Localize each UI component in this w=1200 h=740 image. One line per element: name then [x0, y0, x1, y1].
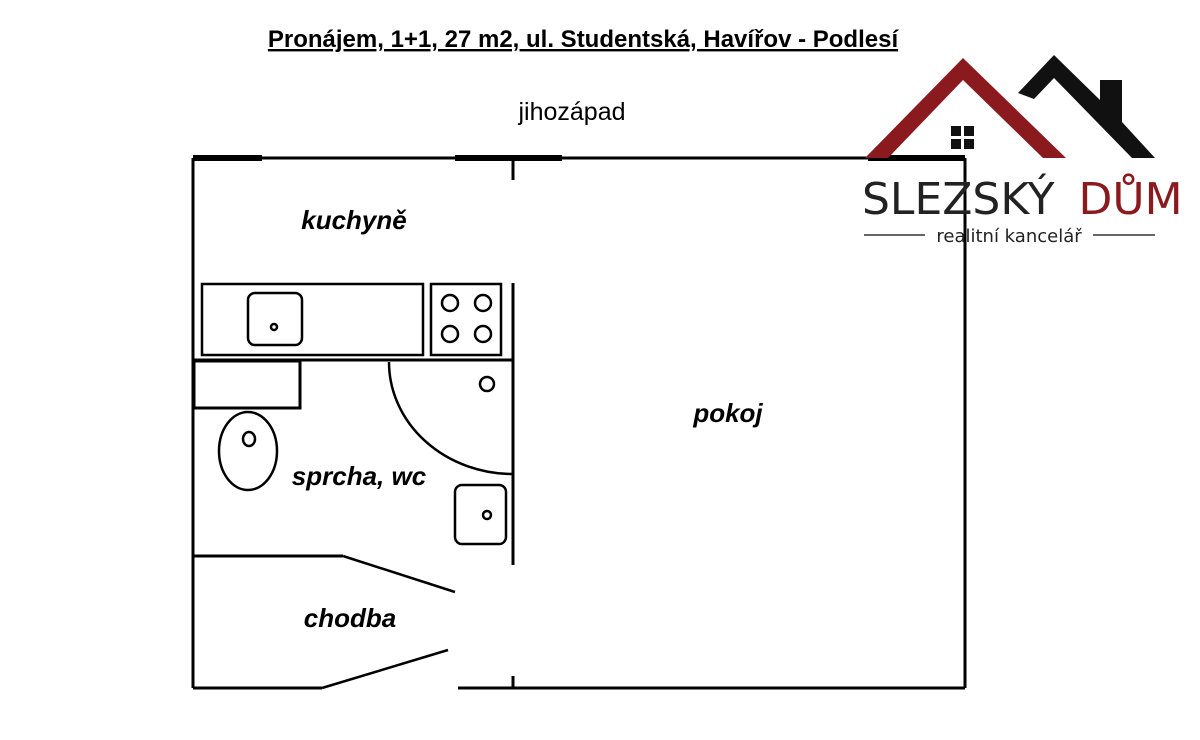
company-logo: SLEZSKÝ DŮM realitní kancelář [862, 55, 1183, 247]
logo-brand-part1: SLEZSKÝ [862, 172, 1055, 225]
entrance-doors [321, 554, 456, 690]
room-label-hallway: chodba [304, 603, 396, 633]
room-label-room: pokoj [692, 398, 763, 428]
svg-text:SLEZSKÝ DŮM: SLEZSKÝ DŮM [862, 172, 1183, 225]
room-label-kitchen: kuchyně [301, 205, 407, 235]
stove [429, 282, 503, 357]
orientation-label: jihozápad [517, 98, 625, 126]
page-title: Pronájem, 1+1, 27 m2, ul. Studentská, Ha… [268, 26, 900, 53]
outer-walls [191, 156, 967, 690]
bathroom-cabinet [192, 359, 302, 410]
kitchen-counter [200, 282, 425, 357]
logo-black-roof-icon [1018, 55, 1155, 158]
toilet [217, 410, 279, 492]
logo-red-roof-icon [865, 58, 1066, 158]
kitchen-sink [246, 291, 304, 347]
logo-tagline: realitní kancelář [936, 226, 1082, 247]
room-label-bathroom: sprcha, wc [292, 461, 427, 491]
logo-window-icon [951, 126, 974, 149]
shower [387, 361, 514, 476]
logo-brand-part2: DŮM [1078, 172, 1182, 225]
washbasin [453, 483, 508, 546]
